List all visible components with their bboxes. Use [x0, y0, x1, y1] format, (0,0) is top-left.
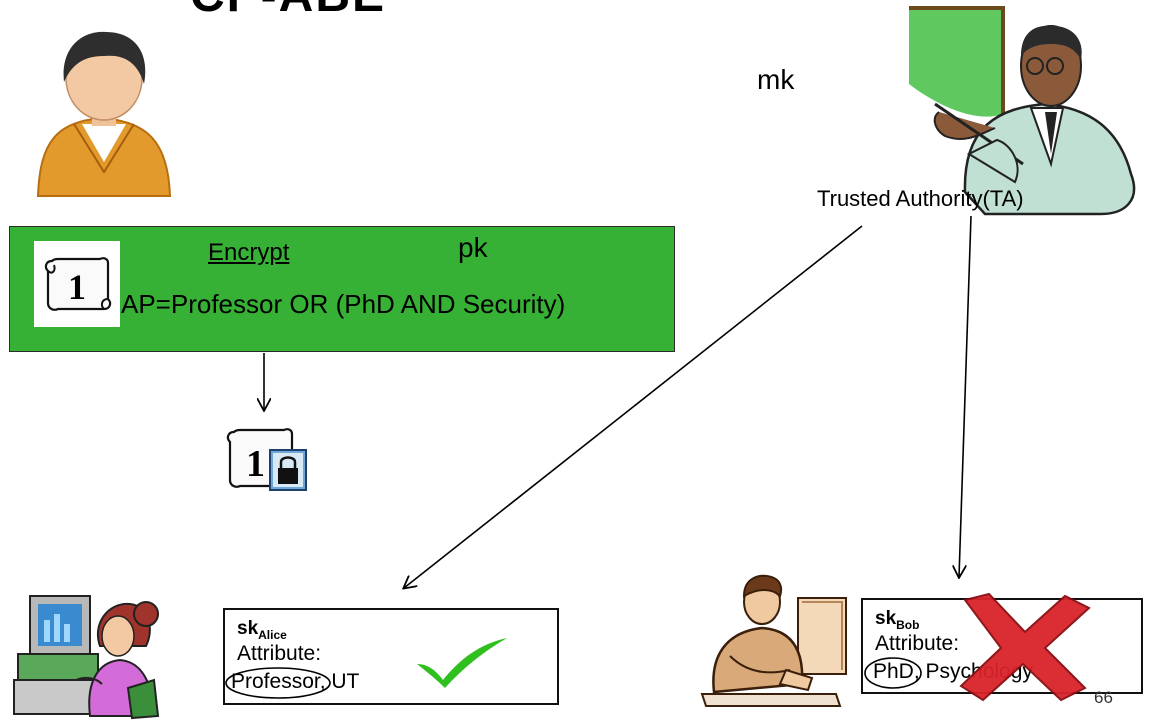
checkmark-icon: [417, 638, 507, 688]
trusted-authority-label: Trusted Authority(TA): [817, 186, 1024, 211]
encrypt-label: Encrypt: [208, 239, 290, 266]
bob-user-icon: [700, 574, 847, 707]
bob-attribute-label: Attribute:: [875, 632, 960, 655]
bob-sk-label: skBob: [875, 608, 920, 633]
master-key-label: mk: [757, 64, 795, 95]
phd-highlight-ellipse: [864, 657, 922, 689]
scroll-document-icon: 1: [44, 257, 112, 311]
access-policy-text: AP=Professor OR (PhD AND Security): [121, 289, 566, 319]
bob-secret-key-box: skBob Attribute: PhD, Psychology: [861, 592, 1143, 702]
encrypt-box: [9, 226, 675, 352]
ciphertext-icon: 1: [226, 428, 307, 491]
public-key-label: pk: [458, 232, 488, 263]
ta-to-alice-arrow: [404, 225, 863, 588]
document-number: 1: [68, 267, 86, 307]
professor-highlight-ellipse: [225, 667, 331, 699]
plaintext-document: 1: [34, 241, 120, 327]
svg-text:1: 1: [246, 443, 265, 485]
encryptor-person-icon: [36, 31, 172, 197]
alice-user-icon: [13, 595, 160, 720]
ta-to-bob-arrow: [959, 215, 972, 577]
alice-secret-key-box: skAlice Attribute: Professor, UT: [223, 608, 559, 705]
trusted-authority-teacher-icon: [909, 6, 1136, 216]
alice-attribute-label: Attribute:: [237, 642, 322, 665]
cross-icon: [959, 592, 1091, 702]
slide-title: CP-ABE: [190, 0, 386, 23]
alice-sk-label: skAlice: [237, 618, 287, 643]
page-number: 66: [1094, 688, 1113, 707]
